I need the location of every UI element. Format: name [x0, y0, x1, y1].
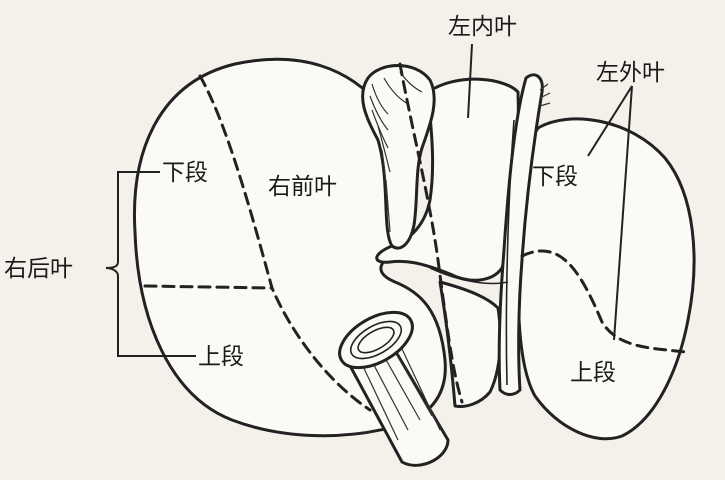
ligament-branch	[429, 267, 509, 285]
round-ligament	[497, 73, 551, 396]
left-lateral-segment-boundary	[520, 249, 688, 354]
left-lateral-leader-2	[613, 85, 633, 341]
left-medial-leader	[467, 43, 473, 119]
quadrate-region-outline	[438, 280, 502, 408]
right-posterior-segment-boundary	[143, 284, 274, 290]
label-right-posterior-lobe: 右后叶	[4, 256, 73, 282]
principal-fissure-line	[398, 62, 464, 404]
vena-cava	[338, 310, 450, 467]
label-left-lateral-superior: 上段	[570, 360, 616, 386]
label-left-medial-lobe: 左内叶	[448, 14, 517, 40]
right-posterior-anterior-boundary	[198, 74, 372, 412]
label-right-anterior-lobe: 右前叶	[268, 174, 337, 200]
left-medial-lobe-outline	[375, 77, 520, 282]
label-left-lateral-lobe: 左外叶	[596, 60, 665, 86]
label-left-lateral-inferior: 下段	[532, 164, 578, 190]
gallbladder	[361, 64, 436, 250]
left-lateral-leader-1	[587, 85, 633, 157]
label-right-posterior-superior: 上段	[198, 344, 244, 370]
right-posterior-bracket	[105, 171, 196, 357]
label-right-posterior-inferior: 下段	[162, 160, 208, 186]
